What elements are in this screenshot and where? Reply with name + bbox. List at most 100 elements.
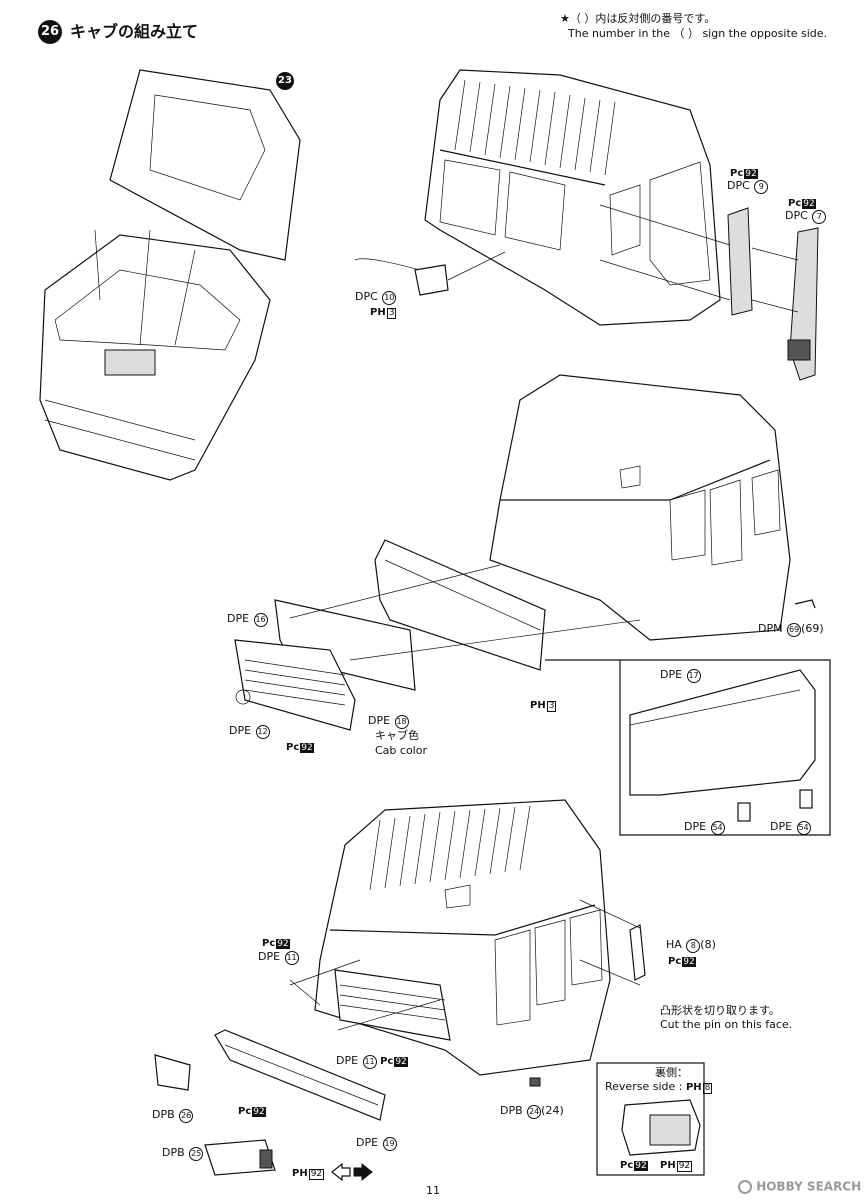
sprue-mark: PH <box>660 1160 676 1171</box>
reverse-side-box <box>596 1062 705 1176</box>
sprue-number: 92 <box>634 1161 648 1171</box>
sprue-mark: Pc <box>730 168 744 179</box>
sprue-number: 92 <box>802 199 816 209</box>
sprue-mark: Pc <box>286 742 300 753</box>
sprue-mark: Pc <box>380 1056 394 1067</box>
sprue-number: 92 <box>308 1169 325 1180</box>
sprue-number: 3 <box>386 308 397 319</box>
part-number: 17 <box>686 669 701 683</box>
part-number: 16 <box>253 613 268 627</box>
sprue-number: 92 <box>252 1107 266 1117</box>
sprue-mark: Pc <box>238 1106 252 1117</box>
sprue-number: 92 <box>676 1161 693 1172</box>
cut-note-en: Cut the pin on this face. <box>660 1018 793 1031</box>
label-dpb25: DPB 25 <box>162 1146 204 1161</box>
sprue-number: 92 <box>744 169 758 179</box>
sprue-mark: Pc <box>620 1160 634 1171</box>
opposite-note-en: The number in the （ ） sign the opposite … <box>568 27 828 40</box>
part-number-opposite: (24) <box>541 1104 564 1117</box>
part-code: DPB <box>500 1104 523 1117</box>
watermark-text: HOBBY SEARCH <box>756 1179 862 1194</box>
cab-shell-bottom-drawing <box>154 799 646 1176</box>
part-number: 54 <box>796 821 811 835</box>
cut-note-jp: 凸形状を切り取ります。 <box>660 1004 780 1017</box>
sprue-number: 3 <box>546 701 557 712</box>
label-dpe18: DPE 18 <box>368 714 409 729</box>
label-dpm69: DPM 69(69) <box>758 622 824 637</box>
part-code: DPE <box>227 612 250 625</box>
sprue-mark: Pc <box>788 198 802 209</box>
part-code: DPC <box>355 290 378 303</box>
part-number: 10 <box>382 291 397 305</box>
part-code: DPE <box>368 714 391 727</box>
sprue-mark: Pc <box>262 938 276 949</box>
part-code: DPC <box>727 179 750 192</box>
label-dpb24: DPB 24(24) <box>500 1104 564 1119</box>
part-code: DPE <box>660 668 683 681</box>
sprue-mark: Pc <box>668 956 682 967</box>
step-number-badge: 26 <box>38 20 62 44</box>
part-number: 69 <box>787 623 802 637</box>
part-number-opposite: (69) <box>801 622 824 635</box>
label-dpc9: DPC 9 <box>727 179 769 194</box>
step-ref-badge: 23 <box>276 72 294 90</box>
label-dpe54-left: DPE 54 <box>684 820 725 835</box>
part-code: DPM <box>758 622 783 635</box>
part-code: DPE <box>229 724 252 737</box>
part-number: 8 <box>686 939 701 953</box>
double-arrow-icon <box>331 1162 373 1182</box>
part-number: 54 <box>710 821 725 835</box>
step-title: キャブの組み立て <box>70 22 199 41</box>
label-dpe16: DPE 16 <box>227 612 268 627</box>
label-dpe17: DPE 17 <box>660 668 701 683</box>
label-dpe12: DPE 12 <box>229 724 270 739</box>
sprue-number: 92 <box>276 939 290 949</box>
label-dpc10: DPC 10 <box>355 290 397 305</box>
part-code: DPE <box>684 820 707 833</box>
sprue-mark: PH <box>292 1168 308 1179</box>
part-code: DPC <box>785 209 808 222</box>
part-number: 7 <box>812 210 827 224</box>
part-number: 26 <box>179 1109 194 1123</box>
part-code: HA <box>666 938 682 951</box>
part-number: 9 <box>754 180 769 194</box>
part-number: 19 <box>382 1137 397 1151</box>
sprue-mark: PH <box>530 700 546 711</box>
sprue-number: 8 <box>702 1083 713 1094</box>
label-dpe19: DPE 19 <box>356 1136 397 1151</box>
part-number-opposite: (8) <box>700 938 716 951</box>
part-code: DPE <box>770 820 793 833</box>
watermark-logo-icon <box>738 1180 752 1194</box>
page-number: 11 <box>426 1184 440 1197</box>
label-dpc7: DPC 7 <box>785 209 827 224</box>
label-ha8: HA 8(8) <box>666 938 716 953</box>
part-code: DPE <box>356 1136 379 1149</box>
part-number: 12 <box>255 725 270 739</box>
cab-shell-top-drawing <box>354 69 819 381</box>
label-dpb26: DPB 26 <box>152 1108 194 1123</box>
sprue-number: 92 <box>300 743 314 753</box>
sprue-number: 92 <box>682 957 696 967</box>
part-number: 18 <box>394 715 409 729</box>
panel-detail-box <box>545 659 831 836</box>
part-number: 24 <box>527 1105 542 1119</box>
cab-interior-drawing <box>39 69 301 481</box>
watermark: HOBBY SEARCH <box>738 1180 861 1194</box>
part-code: DPB <box>152 1108 175 1121</box>
opposite-note-jp: ★（ ）内は反対側の番号です。 <box>560 12 716 25</box>
reverse-label-text: Reverse side : <box>605 1080 683 1093</box>
part-number: 25 <box>189 1147 204 1161</box>
part-code: DPB <box>162 1146 185 1159</box>
